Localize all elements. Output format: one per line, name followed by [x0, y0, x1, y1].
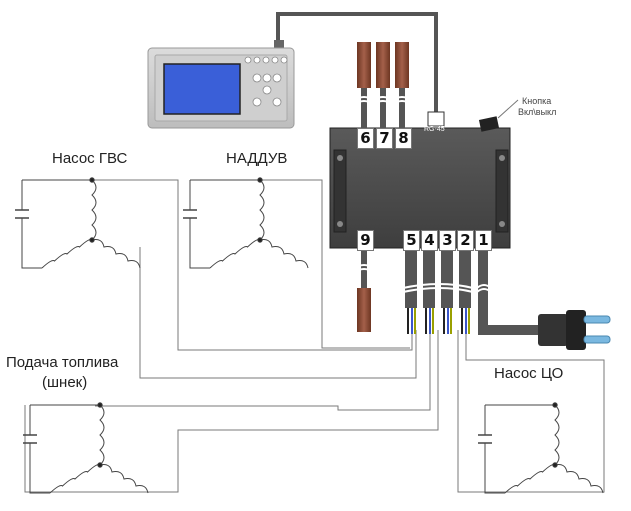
motor-pump-dhw: [15, 177, 141, 269]
terminal-4: 4: [421, 230, 438, 251]
main-box: [329, 99, 519, 249]
label-pump-dhw: Насос ГВС: [52, 150, 128, 167]
sensors-top: [354, 42, 412, 130]
motor-fan: [183, 177, 309, 269]
label-button-1: Кнопка: [522, 96, 552, 106]
label-fuel-feed-1: Подача топлива: [6, 354, 119, 371]
label-fuel-feed-2: (шнек): [42, 374, 88, 391]
terminal-3: 3: [439, 230, 456, 251]
terminal-1: 1: [475, 230, 492, 251]
terminal-9: 9: [357, 230, 374, 251]
motor-pump-co: [478, 402, 604, 494]
wire-pump-dhw: [25, 179, 413, 351]
sensor-bottom: [354, 248, 374, 332]
field-wires: [24, 179, 605, 493]
keypad: [244, 56, 288, 107]
terminal-6: 6: [357, 128, 374, 149]
label-fan: НАДДУВ: [226, 150, 288, 167]
label-pump-co: Насос ЦО: [494, 365, 564, 382]
motor-symbols: [15, 177, 604, 494]
rj45-port: [427, 111, 445, 127]
terminal-7: 7: [376, 128, 393, 149]
label-rj45: RG-45: [424, 126, 445, 133]
label-button-2: Вкл\выкл: [518, 107, 557, 117]
control-panel: [147, 12, 438, 129]
motor-fuel-feed: [23, 402, 149, 494]
wire-fuel-feed: [24, 330, 439, 493]
wire-pump-co: [457, 330, 605, 493]
rj45-cable: [276, 12, 438, 114]
lcd-screen: [163, 63, 241, 115]
power-cord: [476, 248, 611, 350]
power-button: [478, 116, 500, 132]
output-cables: [402, 248, 474, 334]
terminal-2: 2: [457, 230, 474, 251]
terminal-5: 5: [403, 230, 420, 251]
terminal-8: 8: [395, 128, 412, 149]
